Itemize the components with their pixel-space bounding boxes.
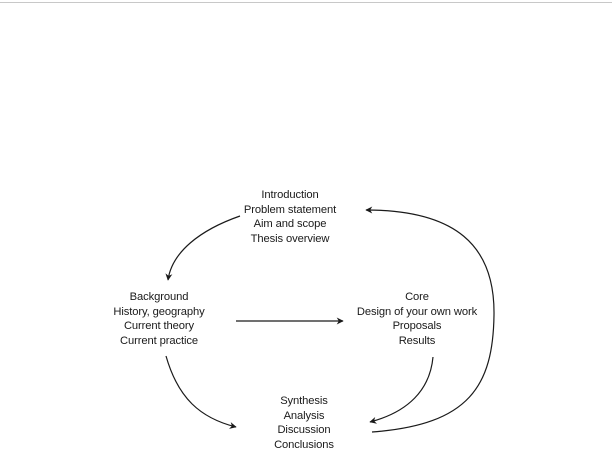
- node-background-line-1: Background: [104, 290, 214, 305]
- node-synthesis-line-3: Discussion: [256, 423, 352, 438]
- node-introduction-line-2: Problem statement: [217, 203, 363, 218]
- node-background: Background History, geography Current th…: [104, 290, 214, 348]
- node-background-line-2: History, geography: [104, 305, 214, 320]
- node-background-line-3: Current theory: [104, 319, 214, 334]
- node-synthesis: Synthesis Analysis Discussion Conclusion…: [256, 394, 352, 452]
- node-core: Core Design of your own work Proposals R…: [343, 290, 491, 348]
- node-introduction-line-1: Introduction: [217, 188, 363, 203]
- node-background-line-4: Current practice: [104, 334, 214, 349]
- node-core-line-4: Results: [343, 334, 491, 349]
- node-introduction: Introduction Problem statement Aim and s…: [217, 188, 363, 246]
- node-synthesis-line-1: Synthesis: [256, 394, 352, 409]
- node-core-line-1: Core: [343, 290, 491, 305]
- node-synthesis-line-4: Conclusions: [256, 438, 352, 452]
- arrow-core-to-synthesis: [370, 357, 433, 422]
- node-introduction-line-3: Aim and scope: [217, 217, 363, 232]
- node-core-line-2: Design of your own work: [343, 305, 491, 320]
- node-core-line-3: Proposals: [343, 319, 491, 334]
- node-synthesis-line-2: Analysis: [256, 409, 352, 424]
- node-introduction-line-4: Thesis overview: [217, 232, 363, 247]
- arrow-background-to-synthesis: [166, 356, 236, 427]
